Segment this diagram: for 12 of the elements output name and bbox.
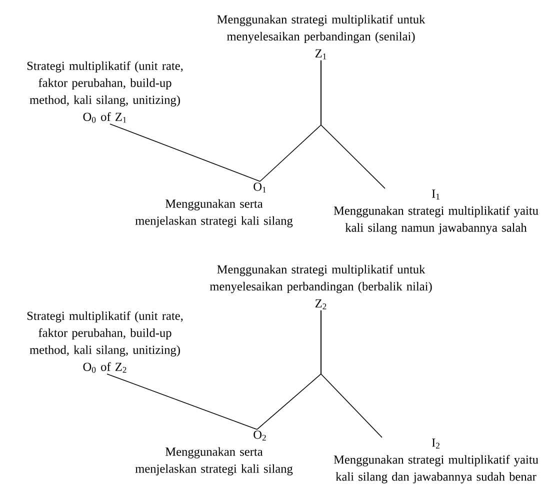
text-label: Menggunakan strategi multiplikatif untuk menyelesaikan perbandingan (berbalik nilai) Z$_{2}$ xyxy=(210,264,432,310)
text-label: O$_{2}$ Menggunakan serta menjelaskan strategi kali silang xyxy=(135,430,293,476)
text-label: Strategi multiplikatif (unit rate, faktor perubahan, build-up method, kali silang, unitizing) O$_{0}$ of Z$_{1}$ xyxy=(27,61,183,123)
text-label: Menggunakan strategi multiplikatif untuk menyelesaikan perbandingan (senilai) Z$_{1}$ xyxy=(217,14,426,60)
text-label: O$_{1}$ Menggunakan serta menjelaskan strategi kali silang xyxy=(135,182,293,228)
connector-line xyxy=(110,124,260,182)
connector-line xyxy=(320,310,382,438)
connector-line xyxy=(320,60,386,189)
connector-line xyxy=(106,374,258,430)
text-label: I$_{2}$ Menggunakan strategi multiplikatif yaitu kali silang dan jawabannya sudah benar xyxy=(334,438,538,484)
text-label: I$_{1}$ Menggunakan strategi multiplikatif yaitu kali silang namun jawabannya salah xyxy=(334,190,538,234)
text-label: Strategi multiplikatif (unit rate, faktor perubahan, build-up method, kali silang, unitizing) O$_{0}$ of Z$_{2}$ xyxy=(27,311,183,373)
